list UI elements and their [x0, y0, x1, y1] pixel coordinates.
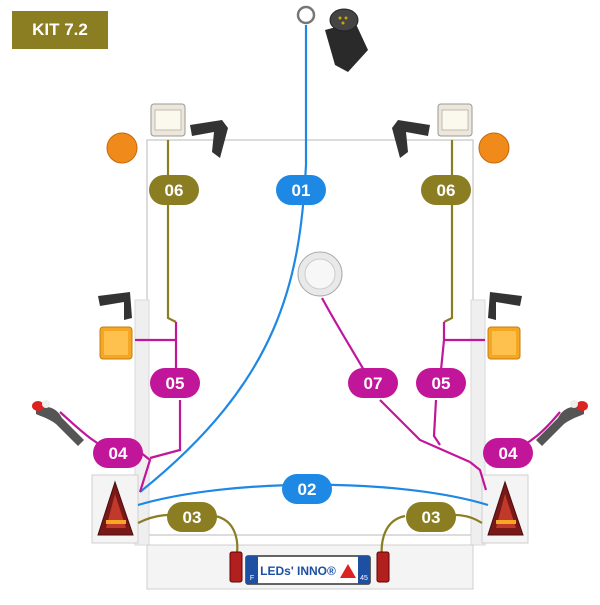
- bracket-icon: [190, 120, 228, 158]
- orange-reflector-icon: [478, 132, 510, 164]
- trailer-frame: [91, 139, 529, 590]
- plate-brand-text: LEDs' INNO®: [260, 564, 336, 578]
- cable-01-label: 01: [276, 175, 326, 205]
- side-marker-lamp-icon: [487, 326, 521, 360]
- svg-text:06: 06: [165, 181, 184, 200]
- cable-06-left-label: 06: [149, 175, 199, 205]
- svg-text:06: 06: [437, 181, 456, 200]
- plate-right-number: 45: [360, 575, 368, 582]
- plate-left-letter: F: [250, 575, 254, 582]
- cable-05-left-label: 05: [150, 368, 200, 398]
- clearance-lamp-icon: [437, 103, 473, 137]
- bracket-icon: [98, 292, 132, 320]
- svg-text:02: 02: [298, 480, 317, 499]
- plate-lamp-icon: [229, 551, 243, 583]
- orange-reflector-icon: [106, 132, 138, 164]
- cable-06-right-wire: [443, 140, 454, 323]
- svg-text:04: 04: [109, 444, 128, 463]
- kit-label-text: KIT 7.2: [32, 20, 88, 39]
- cable-04-right-label: 04: [483, 438, 533, 468]
- kit-label-badge: KIT 7.2: [12, 11, 108, 49]
- side-marker-lamp-icon: [99, 326, 133, 360]
- plate-lamp-icon: [376, 551, 390, 583]
- svg-text:07: 07: [364, 374, 383, 393]
- bracket-icon: [488, 292, 522, 320]
- cable-04-left-label: 04: [93, 438, 143, 468]
- cable-06-right-label: 06: [421, 175, 471, 205]
- svg-text:04: 04: [499, 444, 518, 463]
- interior-dome-lamp-icon: [297, 251, 343, 297]
- outline-marker-arm-icon: [536, 400, 588, 446]
- plug-connector-icon: [296, 5, 368, 72]
- cable-03-left-label: 03: [167, 502, 217, 532]
- svg-text:03: 03: [422, 508, 441, 527]
- cable-07-label: 07: [348, 368, 398, 398]
- cable-01-wire: [139, 25, 308, 493]
- tail-lamp-icon: [487, 480, 524, 536]
- bracket-icon: [392, 120, 430, 158]
- cable-06-left-wire: [166, 140, 177, 323]
- outline-marker-arm-icon: [32, 400, 84, 446]
- clearance-lamp-icon: [150, 103, 186, 137]
- svg-text:03: 03: [183, 508, 202, 527]
- svg-text:05: 05: [166, 374, 185, 393]
- cable-05-right-label: 05: [416, 368, 466, 398]
- cable-03-right-label: 03: [406, 502, 456, 532]
- svg-text:05: 05: [432, 374, 451, 393]
- tail-lamp-icon: [97, 480, 134, 536]
- svg-text:01: 01: [292, 181, 311, 200]
- number-plate: F 45 LEDs' INNO®: [245, 555, 371, 585]
- cable-02-label: 02: [282, 474, 332, 504]
